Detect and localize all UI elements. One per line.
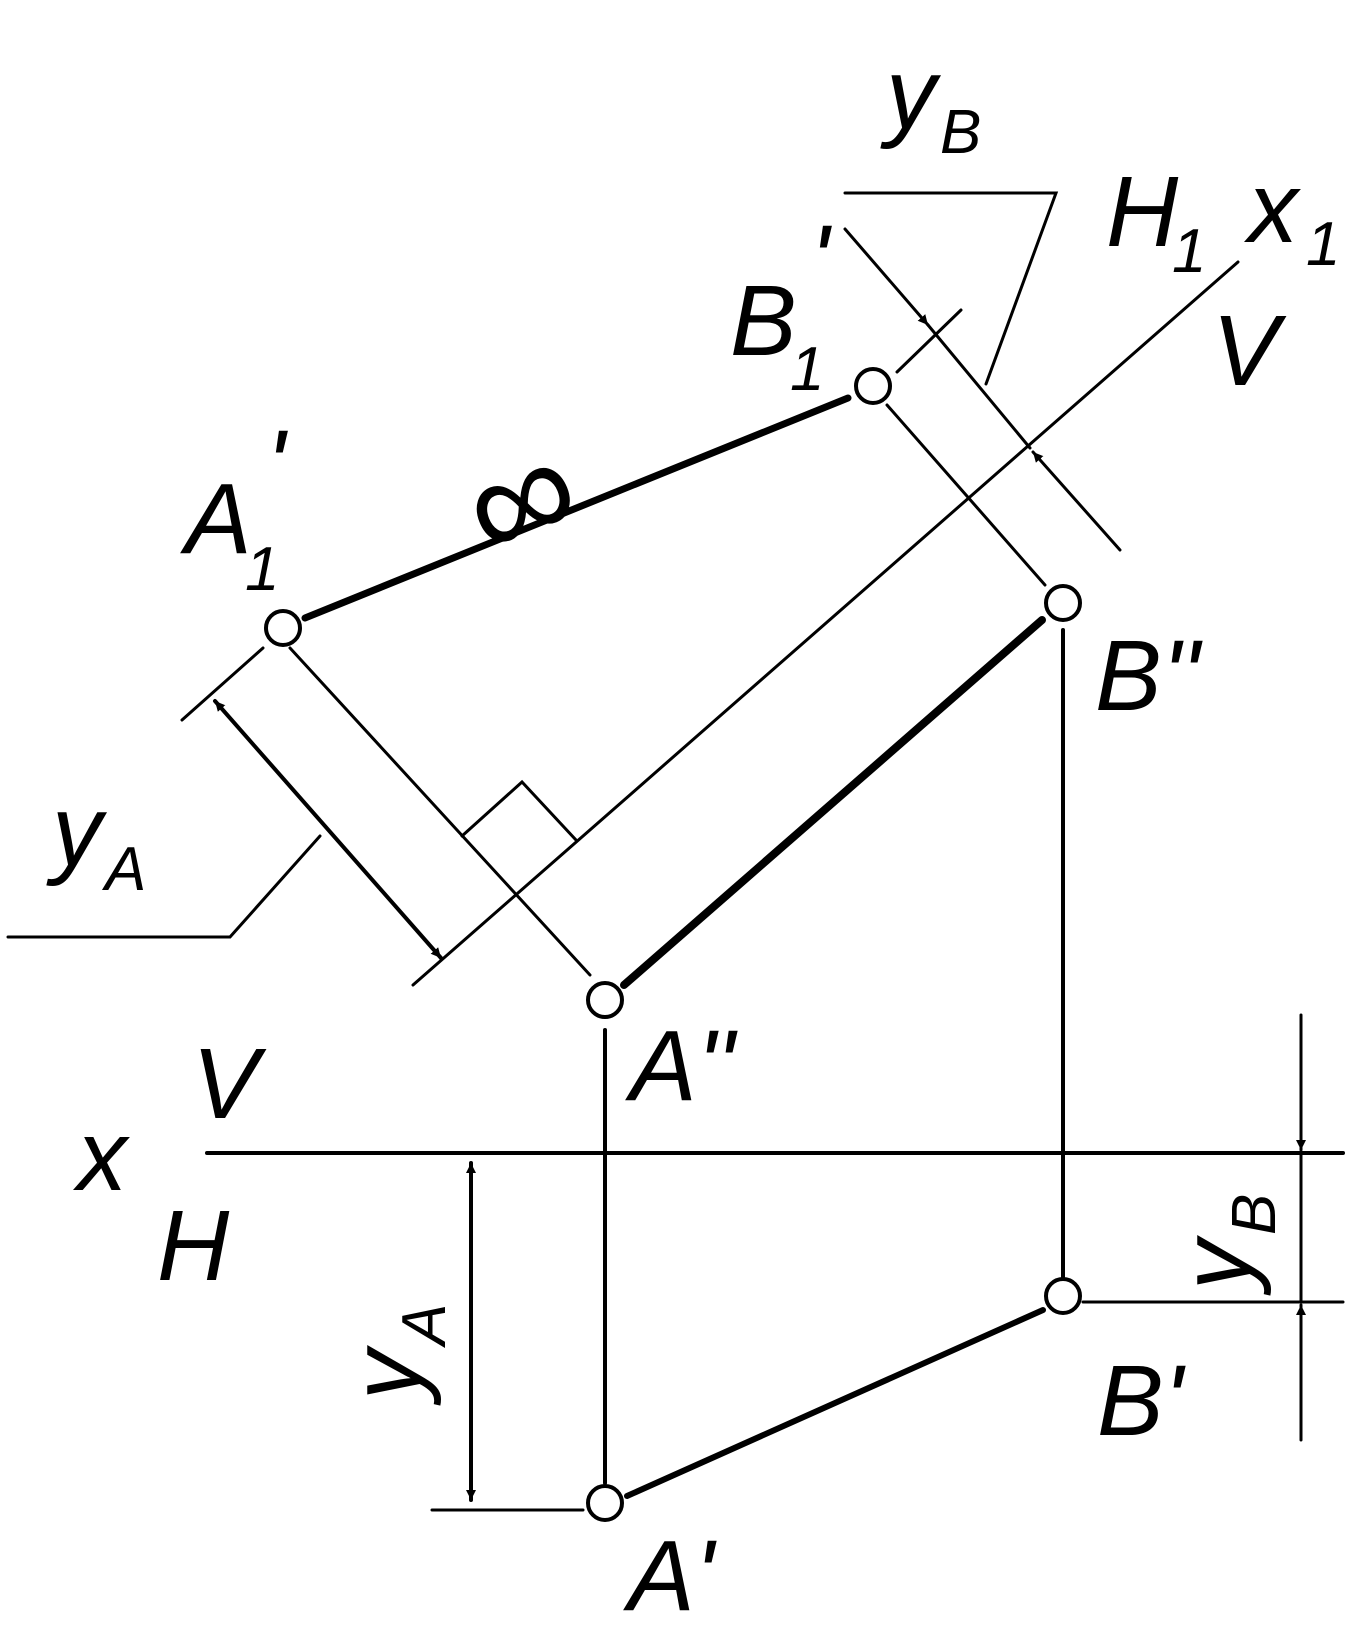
yB-new-dimension-upper bbox=[843, 227, 930, 327]
label-yA-top: y bbox=[46, 775, 108, 887]
label-b1: B' bbox=[1097, 1345, 1186, 1457]
label-yB-top: y bbox=[880, 38, 942, 150]
label-b1-new-prime: ' bbox=[810, 205, 832, 317]
yB-new-dimension-middle bbox=[926, 323, 1032, 450]
label-h1: H bbox=[1106, 156, 1179, 268]
label-x1-sub: 1 bbox=[1306, 210, 1340, 279]
label-v: V bbox=[192, 1028, 267, 1140]
label-h1-sub: 1 bbox=[1172, 217, 1206, 286]
label-a1-new: A bbox=[180, 463, 252, 575]
right-angle-mark bbox=[460, 779, 578, 842]
label-v-new: V bbox=[1212, 295, 1287, 407]
segment-a2-b2 bbox=[620, 616, 1046, 989]
yB-extension-tick bbox=[895, 308, 963, 374]
point-a1-new bbox=[264, 609, 302, 647]
yB-new-dimension-lower bbox=[1031, 450, 1122, 552]
label-b2: B'' bbox=[1095, 620, 1203, 732]
point-b1 bbox=[1044, 1277, 1082, 1315]
label-yA-top-sub: A bbox=[101, 835, 146, 904]
label-yB-top-sub: B bbox=[940, 98, 981, 167]
label-a1-new-sub: 1 bbox=[245, 535, 279, 604]
point-a1 bbox=[586, 1484, 624, 1522]
segment-a1-b1 bbox=[624, 1307, 1046, 1499]
point-a2 bbox=[586, 981, 624, 1019]
infinity-label: ∞ bbox=[438, 399, 600, 595]
point-b1-new bbox=[854, 367, 892, 405]
label-yA-bottom: y bbox=[330, 1344, 442, 1406]
yB-leader bbox=[843, 191, 1059, 386]
yA-leader bbox=[6, 834, 322, 939]
label-yB-bottom: y bbox=[1160, 1234, 1272, 1296]
label-x: x bbox=[73, 1100, 130, 1212]
projection-line-a-new bbox=[288, 646, 592, 977]
yA-extension-tick bbox=[180, 646, 265, 722]
axis-x1 bbox=[411, 260, 1240, 987]
label-a1: A' bbox=[623, 1520, 717, 1632]
label-yA-bottom-sub: A bbox=[390, 1304, 459, 1349]
label-a1-new-prime: ' bbox=[266, 410, 288, 522]
label-b1-new-sub: 1 bbox=[790, 335, 824, 404]
yA-new-dimension-line bbox=[213, 699, 443, 960]
label-yB-bottom-sub: B bbox=[1220, 1194, 1289, 1235]
segment-a1-b1-new bbox=[301, 394, 852, 622]
label-b1-new: B bbox=[730, 265, 797, 377]
projection-line-b-new bbox=[885, 403, 1047, 587]
label-a2: A'' bbox=[625, 1010, 738, 1122]
point-b2 bbox=[1044, 584, 1082, 622]
label-h: H bbox=[157, 1190, 230, 1302]
label-x1: x bbox=[1244, 152, 1301, 264]
